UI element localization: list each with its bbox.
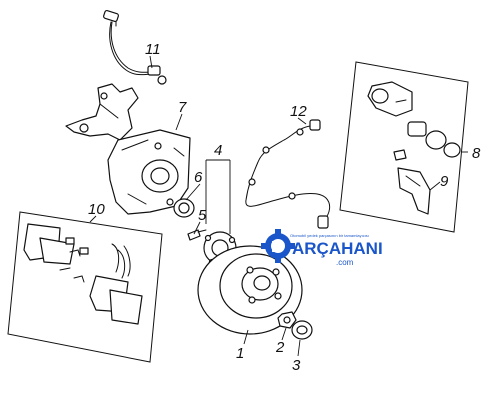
callout-4: 4 [214,142,222,159]
callout-11: 11 [145,41,161,58]
callout-9: 9 [440,173,449,190]
brake-disc [197,245,303,335]
hub-cap [291,320,313,340]
gear-icon [261,229,295,263]
callout-2: 2 [275,339,285,356]
brand-prefix: P [271,239,282,256]
leader-lines [89,55,468,357]
callout-12: 12 [290,103,307,120]
brake-pad-kit [7,211,163,363]
brake-hose [103,9,167,85]
steering-knuckle [65,83,139,141]
hub-nut [277,311,297,329]
callout-1: 1 [236,345,244,362]
callout-3: 3 [292,357,301,374]
dust-shield [107,129,191,215]
callout-5: 5 [198,207,207,224]
callout-7: 7 [178,99,187,116]
callout-8: 8 [472,145,481,162]
brand-name: ARÇAHANI [292,239,383,258]
parcahani-watermark: P ARÇAHANI Otomobil yedek parçasının bir… [261,229,383,267]
caliper-kit [339,61,469,233]
brand-tagline: Otomobil yedek parçasının bir tamamlayıc… [290,233,369,238]
abs-sensor-wire [245,119,331,229]
hub-seal [173,198,195,218]
brand-domain: .com [336,258,354,267]
hub-bolt [187,229,207,241]
callout-10: 10 [88,201,105,218]
callout-6: 6 [194,169,203,186]
